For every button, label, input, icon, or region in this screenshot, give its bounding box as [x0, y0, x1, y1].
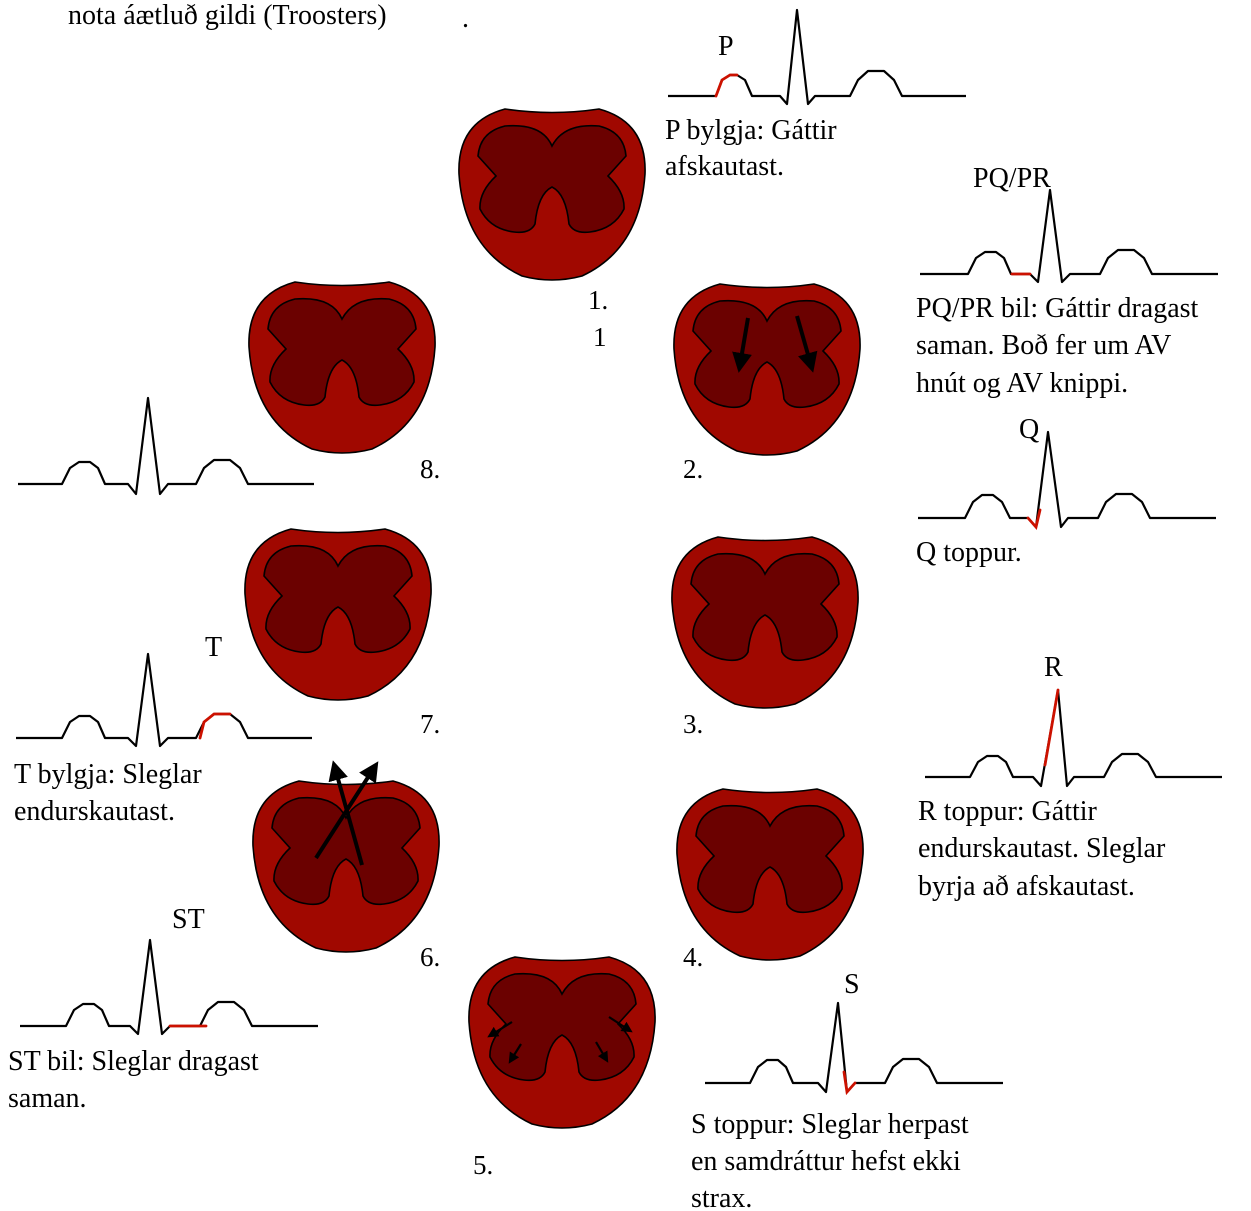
heart-5 [469, 957, 655, 1128]
ecg-highlight-p [716, 75, 737, 96]
ecg-title-p: P [718, 31, 734, 62]
ecg-panel-pq: PQ/PR PQ/PR bil: Gáttir dragast saman. B… [916, 163, 1218, 399]
heart-3 [672, 537, 858, 708]
ecg-trace-st [20, 940, 318, 1034]
ecg-panel-p: P P bylgja: Gáttir afskautast. [665, 10, 966, 182]
heart-number-7: 7. [420, 709, 440, 739]
heart-number-8: 8. [420, 454, 440, 484]
ecg-caption-st: ST bil: Sleglar dragast saman. [8, 1046, 266, 1114]
ecg-trace-q [918, 432, 1216, 527]
ecg-trace-r [925, 690, 1222, 786]
ecg-panel-st: ST ST bil: Sleglar dragast saman. [8, 904, 318, 1114]
ecg-highlight-t [200, 714, 230, 738]
ecg-caption-r: R toppur: Gáttir endurskautast. Sleglar … [918, 796, 1172, 902]
ecg-caption-pq: PQ/PR bil: Gáttir dragast saman. Boð fer… [916, 293, 1205, 399]
ecg-title-s: S [844, 969, 860, 1000]
heart-number-6: 6. [420, 942, 440, 972]
heart-number-5: 5. [473, 1150, 493, 1180]
heart-number-1: 1. [588, 285, 608, 315]
heart-number-2: 2. [683, 454, 703, 484]
heart-7 [245, 529, 431, 700]
ecg-trace-t [16, 654, 312, 746]
ecg-trace-pq [920, 190, 1218, 282]
top-note-tail: . [462, 3, 469, 34]
ecg-title-q: Q [1019, 414, 1039, 445]
ecg-highlight-q [1028, 510, 1040, 527]
top-note: nota áætluð gildi (Troosters) [68, 0, 387, 31]
heart-6 [253, 768, 439, 952]
ecg-panel-s: S S toppur: Sleglar herpast en samdráttu… [691, 969, 1003, 1211]
ecg-panel-q: Q Q toppur. [916, 414, 1216, 568]
heart-8 [249, 282, 435, 453]
ecg-trace-s [705, 1003, 1003, 1092]
ecg-trace-p [668, 10, 966, 104]
ecg-caption-p: P bylgja: Gáttir afskautast. [665, 115, 844, 182]
ecg-title-pq: PQ/PR [973, 163, 1051, 194]
heart-2 [674, 284, 860, 455]
ecg-caption-s: S toppur: Sleglar herpast en samdráttur … [691, 1109, 976, 1211]
ecg-panel-r: R R toppur: Gáttir endurskautast. Slegla… [918, 652, 1222, 902]
heart-number-4: 4. [683, 942, 703, 972]
ecg-caption-t: T bylgja: Sleglar endurskautast. [14, 759, 209, 827]
ecg-highlight-s [844, 1072, 855, 1092]
heart-number-3: 3. [683, 709, 703, 739]
ecg-title-t: T [205, 632, 222, 663]
heart-4 [677, 789, 863, 960]
ecg-highlight-r [1045, 690, 1058, 765]
ecg-caption-q: Q toppur. [916, 537, 1022, 568]
ecg-title-st: ST [172, 904, 205, 935]
ecg-title-r: R [1044, 652, 1063, 683]
heart-1 [459, 109, 645, 280]
heart-number-1-mark: 1 [593, 322, 607, 352]
